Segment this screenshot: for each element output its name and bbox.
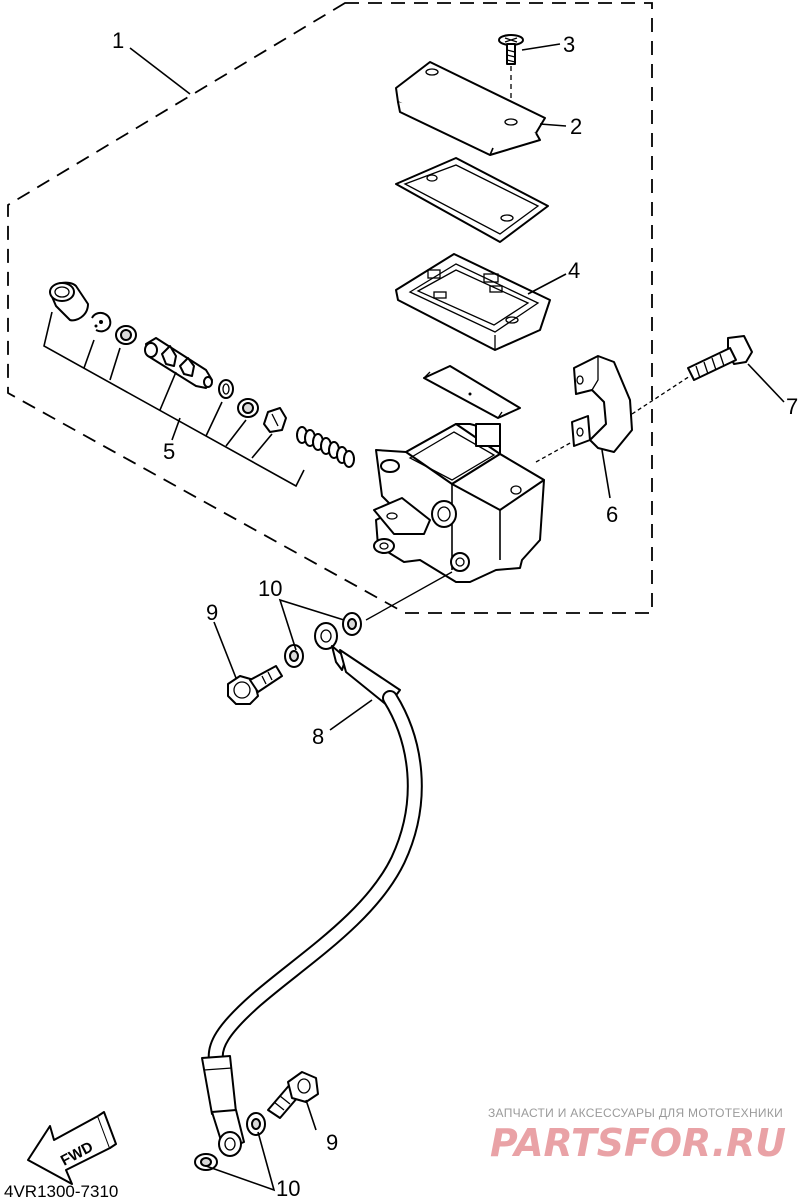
master-cylinder-body bbox=[373, 423, 545, 583]
callout-7: 7 bbox=[786, 394, 798, 419]
diaphragm-plate bbox=[395, 157, 549, 243]
part-code: 4VR1300-7310 bbox=[4, 1182, 118, 1200]
callout-2: 2 bbox=[570, 114, 582, 139]
callout-4: 4 bbox=[568, 258, 580, 283]
callout-3: 3 bbox=[563, 32, 575, 57]
callout-9-lower: 9 bbox=[326, 1130, 338, 1155]
piston-kit bbox=[49, 281, 355, 468]
float-plate bbox=[423, 365, 521, 419]
callout-5: 5 bbox=[163, 439, 175, 464]
washer-lower bbox=[194, 1112, 266, 1171]
clamp-bolt bbox=[687, 335, 753, 381]
piston-kit-leaders bbox=[43, 311, 305, 488]
watermark-brand: PARTSFOR.RU bbox=[490, 1121, 786, 1165]
union-bolt-lower bbox=[267, 1071, 319, 1119]
callout-10-lower: 10 bbox=[276, 1176, 300, 1200]
callout-1: 1 bbox=[112, 28, 124, 53]
fwd-arrow-icon: FWD bbox=[27, 1111, 117, 1185]
leader-lines bbox=[129, 43, 785, 1192]
callout-6: 6 bbox=[606, 502, 618, 527]
callout-8: 8 bbox=[312, 724, 324, 749]
screw bbox=[498, 34, 524, 120]
reservoir-cap bbox=[395, 61, 546, 156]
diaphragm bbox=[395, 253, 551, 351]
brake-hose bbox=[201, 622, 423, 1157]
clamp-holder bbox=[571, 355, 633, 453]
callout-9-upper: 9 bbox=[206, 600, 218, 625]
callout-10-upper: 10 bbox=[258, 576, 282, 601]
assembly-boundary bbox=[7, 2, 653, 614]
watermark-tagline: ЗАПЧАСТИ И АКСЕССУАРЫ ДЛЯ МОТОТЕХНИКИ bbox=[488, 1106, 783, 1120]
union-bolt-upper bbox=[227, 665, 283, 705]
